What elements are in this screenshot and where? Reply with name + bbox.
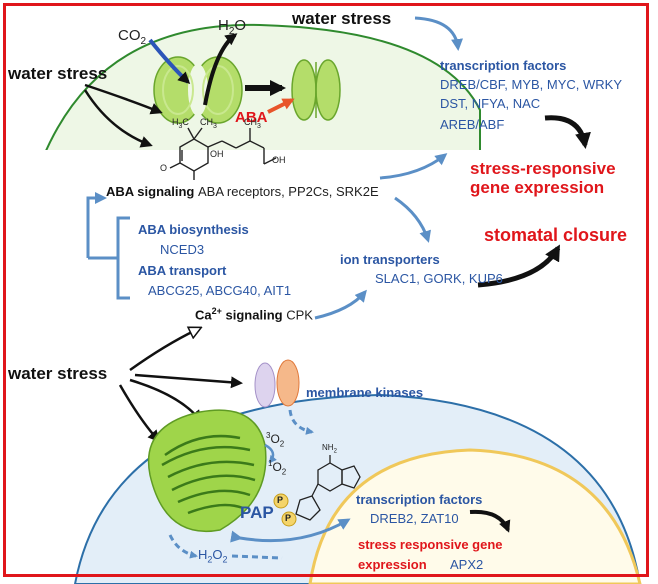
aba-transport-label: ABA transport — [138, 263, 227, 278]
water-stress-arrow-1 — [84, 83, 163, 115]
water-stress-top-label: water stress — [292, 9, 392, 28]
diagram-frame — [3, 3, 649, 577]
water-stress-to-kinase-arrow — [134, 373, 243, 389]
ion-transporters-label: ion transporters — [340, 252, 440, 267]
water-stress-to-ca-arrow — [129, 330, 196, 372]
singlet-oxygen-label: 1O2 — [268, 459, 287, 477]
ion-to-closure-arrow — [477, 244, 561, 288]
apx2-label: APX2 — [450, 557, 484, 572]
stress-bottom-line2: expression — [358, 557, 427, 572]
phosphate-icon-2 — [281, 511, 297, 527]
ion-list: SLAC1, GORK, KUP6 — [375, 271, 503, 286]
tf-bottom-title: transcription factors — [356, 492, 483, 507]
aba-label: ABA — [235, 109, 268, 126]
h2o-arrow — [203, 33, 238, 106]
pap-to-nucleus-arrow — [230, 518, 351, 543]
aba-red-arrow — [267, 98, 295, 114]
water-stress-arrow-2 — [83, 89, 153, 148]
nh2-label: NH2 — [322, 443, 337, 455]
stress-bottom-line1: stress responsive gene — [358, 537, 503, 552]
co2-label: CO2 — [118, 27, 147, 47]
co2-arrow — [148, 38, 191, 85]
kinase-down-arrow — [288, 409, 314, 435]
h2o2-label: H2O2 — [198, 547, 228, 565]
chloroplast-icon — [147, 409, 267, 532]
water-stress-to-chloroplast-arrow-2 — [118, 384, 161, 443]
tf-top-line2: DST, NFYA, NAC — [440, 96, 541, 111]
pap-molecule-icon — [295, 455, 361, 521]
stress-gene-line1: stress-responsive — [470, 159, 616, 178]
nced3-label: NCED3 — [160, 242, 205, 257]
mol-ch3-label-1: CH3 — [200, 117, 217, 130]
water-stress-left-label: water stress — [8, 64, 108, 83]
membrane-kinases-label: membrane kinases — [306, 385, 424, 400]
h2o2-arrow — [168, 534, 198, 559]
h2o-label: H2O — [218, 17, 247, 37]
water-stress-to-tf-arrow — [414, 16, 464, 51]
tf-top-line3: AREB/ABF — [440, 117, 505, 132]
mol-h3c-label: H3C — [172, 117, 189, 130]
transporters-list: ABCG25, ABCG40, AIT1 — [148, 283, 292, 298]
tf-top-line1: DREB/CBF, MYB, MYC, WRKY — [440, 77, 623, 92]
membrane-kinase-icon — [254, 359, 300, 408]
triplet-oxygen-label: 3O2 — [266, 431, 285, 449]
bracket-to-aba-signaling-arrow — [86, 192, 107, 258]
mol-ch3-label-2: CH3 — [244, 117, 261, 130]
mol-oh-label-1: OH — [210, 149, 224, 159]
nucleus-outline — [308, 448, 642, 584]
phosphate-label-1: P — [277, 495, 284, 505]
tf-to-gene-expression-arrow — [544, 115, 591, 149]
aba-molecule-icon — [169, 127, 277, 180]
phosphate-icon-1 — [273, 493, 289, 509]
tf-bottom-list: DREB2, ZAT10 — [370, 511, 459, 526]
aba-signaling-row: ABA signaling ABA receptors, PP2Cs, SRK2… — [106, 184, 379, 199]
tf-top-title: transcription factors — [440, 58, 567, 73]
ca-to-ion-arrow — [314, 289, 367, 320]
phosphate-label-2: P — [285, 513, 292, 523]
stomatal-closure-label: stomatal closure — [484, 225, 628, 245]
aba-biosynthesis-label: ABA biosynthesis — [138, 222, 249, 237]
mol-oh-label-2: OH — [272, 155, 286, 165]
mol-o-label: O — [160, 163, 168, 173]
pap-label: PAP — [240, 503, 274, 522]
h2o2-to-nucleus-arrow — [231, 554, 283, 560]
stress-gene-line2: gene expression — [470, 178, 605, 197]
ca-signaling-row: Ca2+ signaling CPK — [195, 306, 313, 323]
aba-signaling-to-ion-arrow — [394, 196, 431, 243]
o2-arrow — [264, 443, 277, 464]
water-stress-bottom-label: water stress — [8, 364, 108, 383]
stomata-closed-icon — [291, 59, 341, 121]
tf-bottom-to-expression-arrow — [469, 509, 511, 533]
aba-signaling-to-tf-arrow — [379, 153, 448, 180]
